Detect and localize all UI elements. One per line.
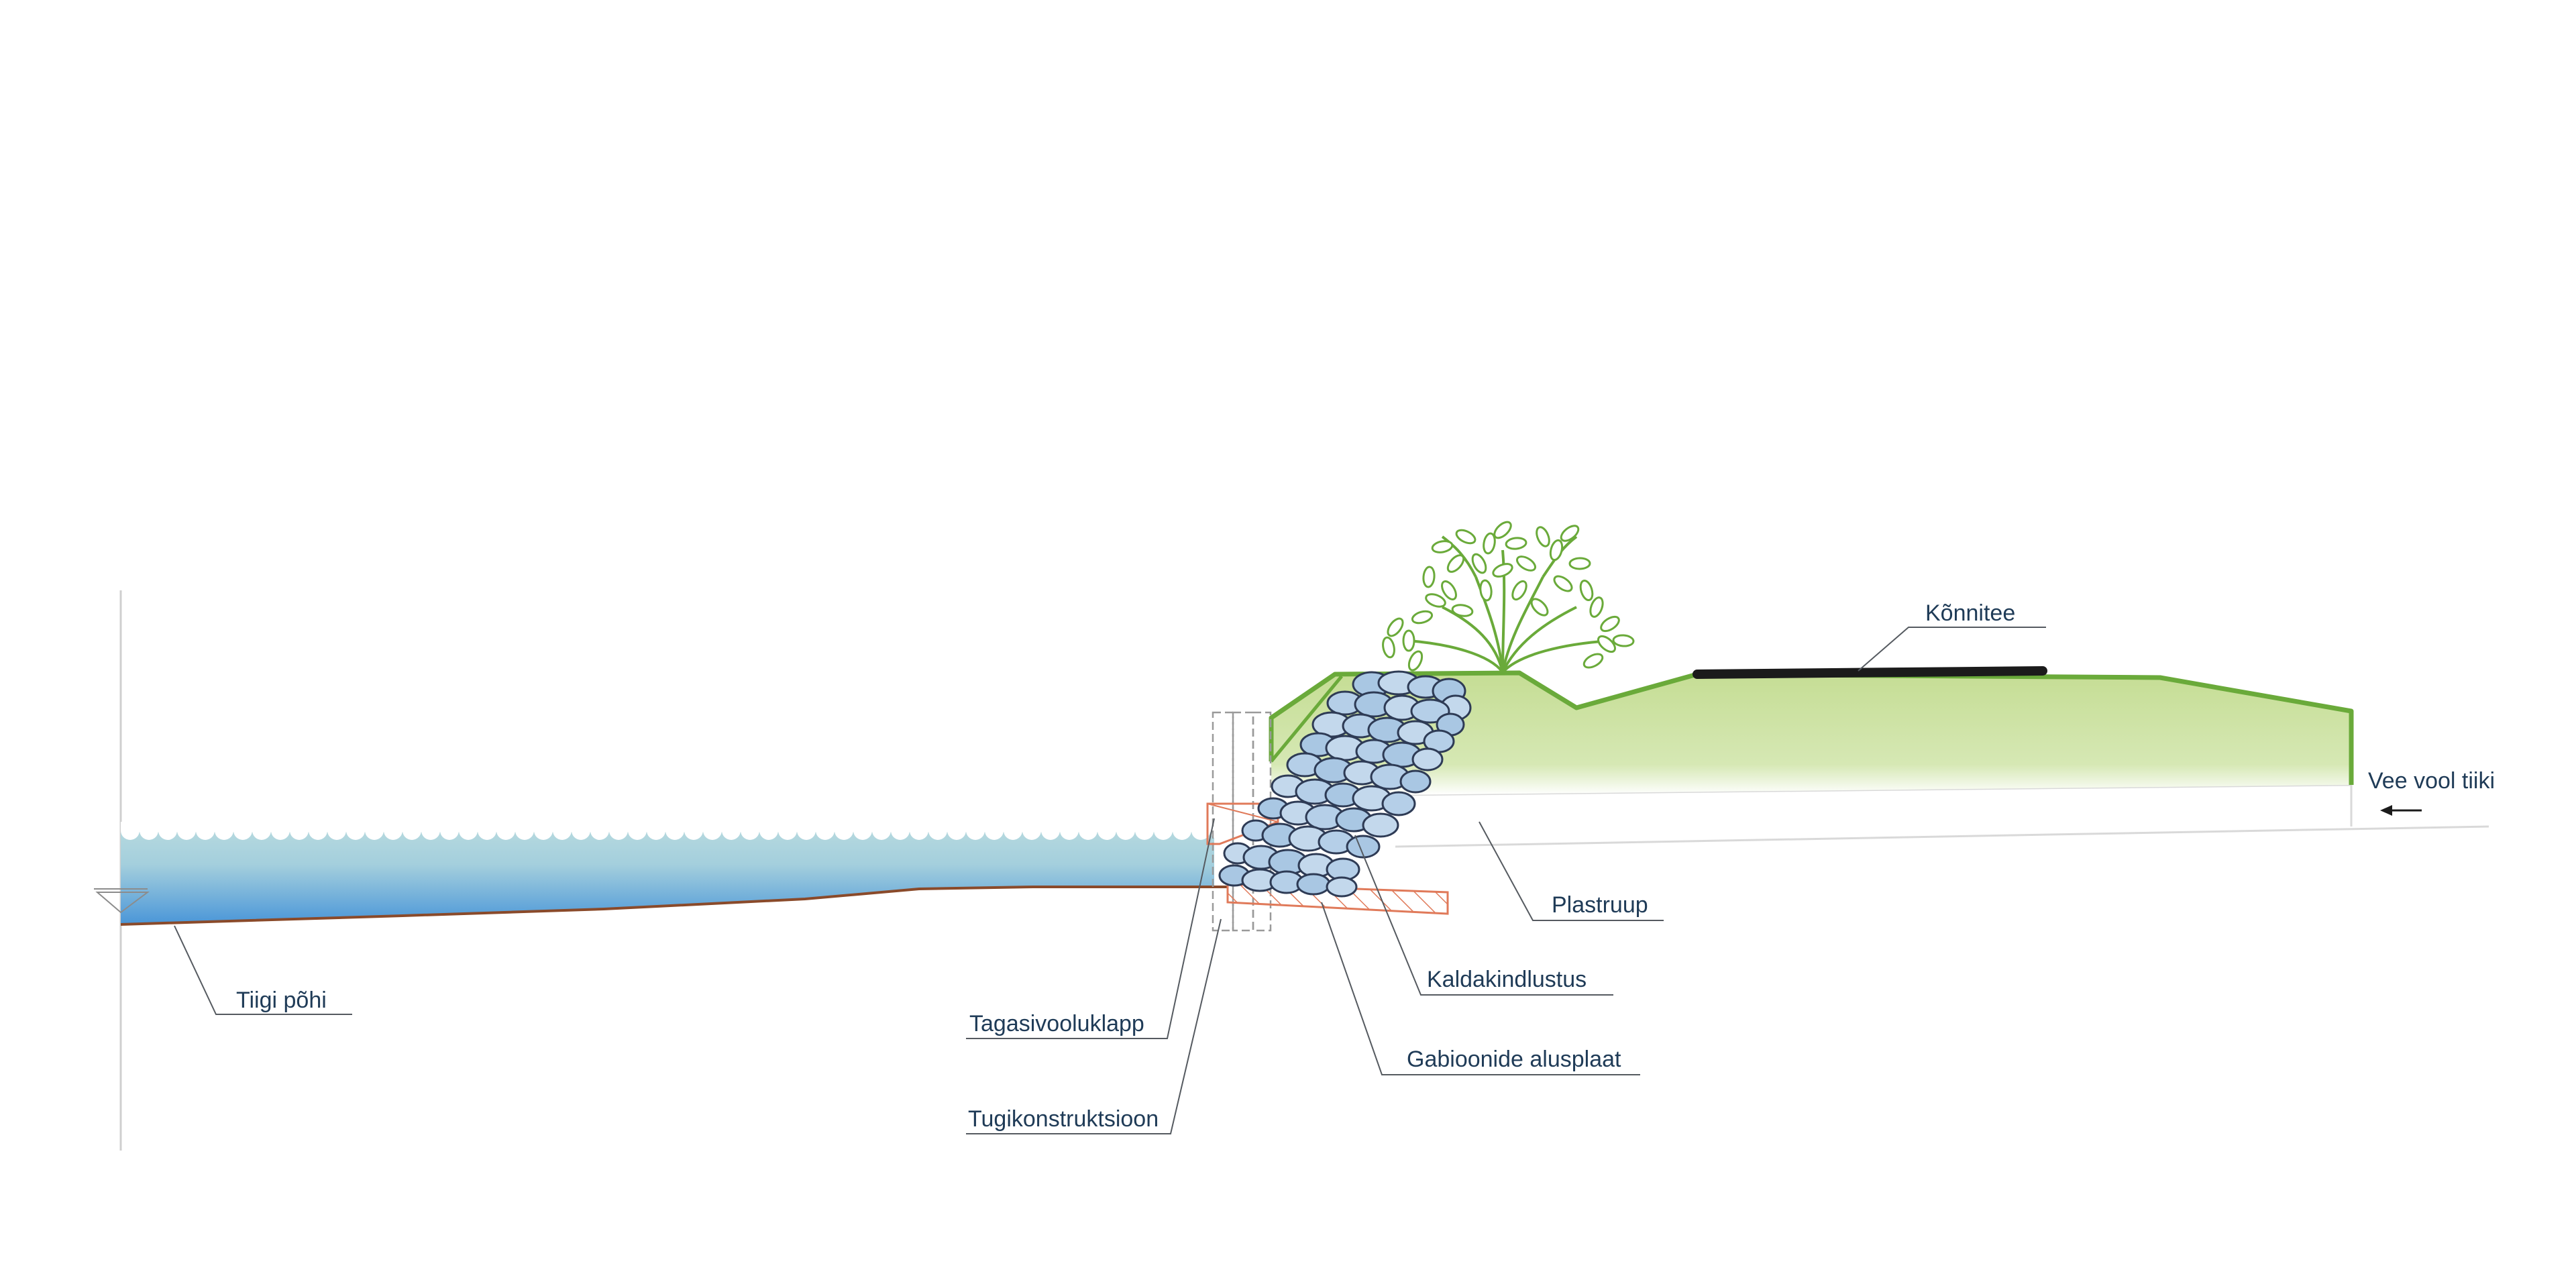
gabion-stones	[1218, 670, 1472, 898]
tree-leaf	[1431, 540, 1454, 553]
support-structure	[1212, 711, 1272, 932]
tree-branch	[1501, 576, 1544, 673]
tree-leaf	[1515, 555, 1537, 572]
tree-leaf	[1407, 650, 1424, 672]
tree-leaf	[1568, 557, 1591, 570]
tree-leaf	[1493, 521, 1512, 539]
tree-leaf	[1511, 580, 1527, 601]
tree-leaf	[1579, 579, 1594, 602]
stone-icon	[1296, 873, 1331, 896]
label-walkway: Kõnnitee	[1925, 600, 2015, 626]
label-plastic-pipe: Plastruup	[1552, 892, 1648, 918]
tree-branch	[1501, 606, 1577, 673]
tree-leaf	[1492, 563, 1513, 578]
tree-leaf	[1582, 653, 1604, 669]
tree-leaf	[1425, 593, 1446, 608]
water-surface-waves	[121, 822, 1229, 840]
tree-leaf	[1530, 598, 1549, 617]
tree-leaf	[1612, 634, 1635, 647]
stone-icon	[1381, 791, 1416, 816]
tree-leaf	[1387, 617, 1404, 637]
tree-leaf	[1471, 553, 1487, 574]
tree-leaf	[1589, 596, 1604, 618]
tree-branch	[1408, 639, 1504, 674]
tree-leaf	[1553, 575, 1573, 592]
label-bank-reinforcement: Kaldakindlustus	[1427, 967, 1587, 992]
label-backflow-valve: Tagasivooluklapp	[969, 1011, 1144, 1036]
tree-leaf	[1597, 635, 1616, 653]
embankment-outline	[1269, 670, 2354, 785]
stone-icon	[1326, 876, 1358, 898]
label-gabion-base-plate: Gabioonide alusplaat	[1407, 1047, 1621, 1072]
tree-leaf	[1441, 580, 1457, 600]
tree-leaf	[1446, 554, 1465, 573]
pond-bed-line	[120, 886, 1228, 926]
leader-lines	[174, 627, 2046, 1134]
plastic-pipe	[1395, 784, 2489, 848]
tree-leaf	[1422, 566, 1436, 588]
tree-leaf	[1479, 579, 1493, 602]
label-water-flow: Vee vool tiiki	[2368, 768, 2495, 794]
tree-leaf	[1451, 604, 1474, 617]
water-level-icon	[94, 888, 150, 914]
tree-branch	[1474, 576, 1504, 673]
pond-water	[121, 822, 1229, 924]
embankment	[1271, 673, 2351, 795]
stone-icon	[1362, 812, 1399, 838]
label-support-structure: Tugikonstruktsioon	[968, 1106, 1159, 1132]
tree-leaf	[1455, 529, 1477, 545]
tree-leaf	[1402, 629, 1415, 652]
tree-leaf	[1560, 525, 1580, 542]
tree-leaf	[1549, 539, 1564, 562]
tree-leaf	[1536, 526, 1550, 547]
walkway	[1693, 666, 2047, 679]
embankment-face	[1270, 675, 1343, 763]
tree-leaf	[1483, 532, 1496, 555]
stone-icon	[1411, 747, 1444, 771]
tree-icon	[1382, 521, 1635, 674]
flow-arrow-icon	[2380, 805, 2422, 816]
tree-branch	[1441, 535, 1477, 578]
tree-branch	[1501, 639, 1611, 674]
tree-leaf	[1382, 636, 1395, 659]
tree-branch	[1442, 606, 1504, 673]
stone-icon	[1399, 769, 1432, 794]
tree-leaf	[1411, 610, 1434, 625]
tree-leaf	[1600, 615, 1620, 633]
stone-icon	[1346, 835, 1381, 859]
tree-leaf	[1505, 537, 1527, 550]
label-pond-bottom: Tiigi põhi	[236, 988, 327, 1013]
